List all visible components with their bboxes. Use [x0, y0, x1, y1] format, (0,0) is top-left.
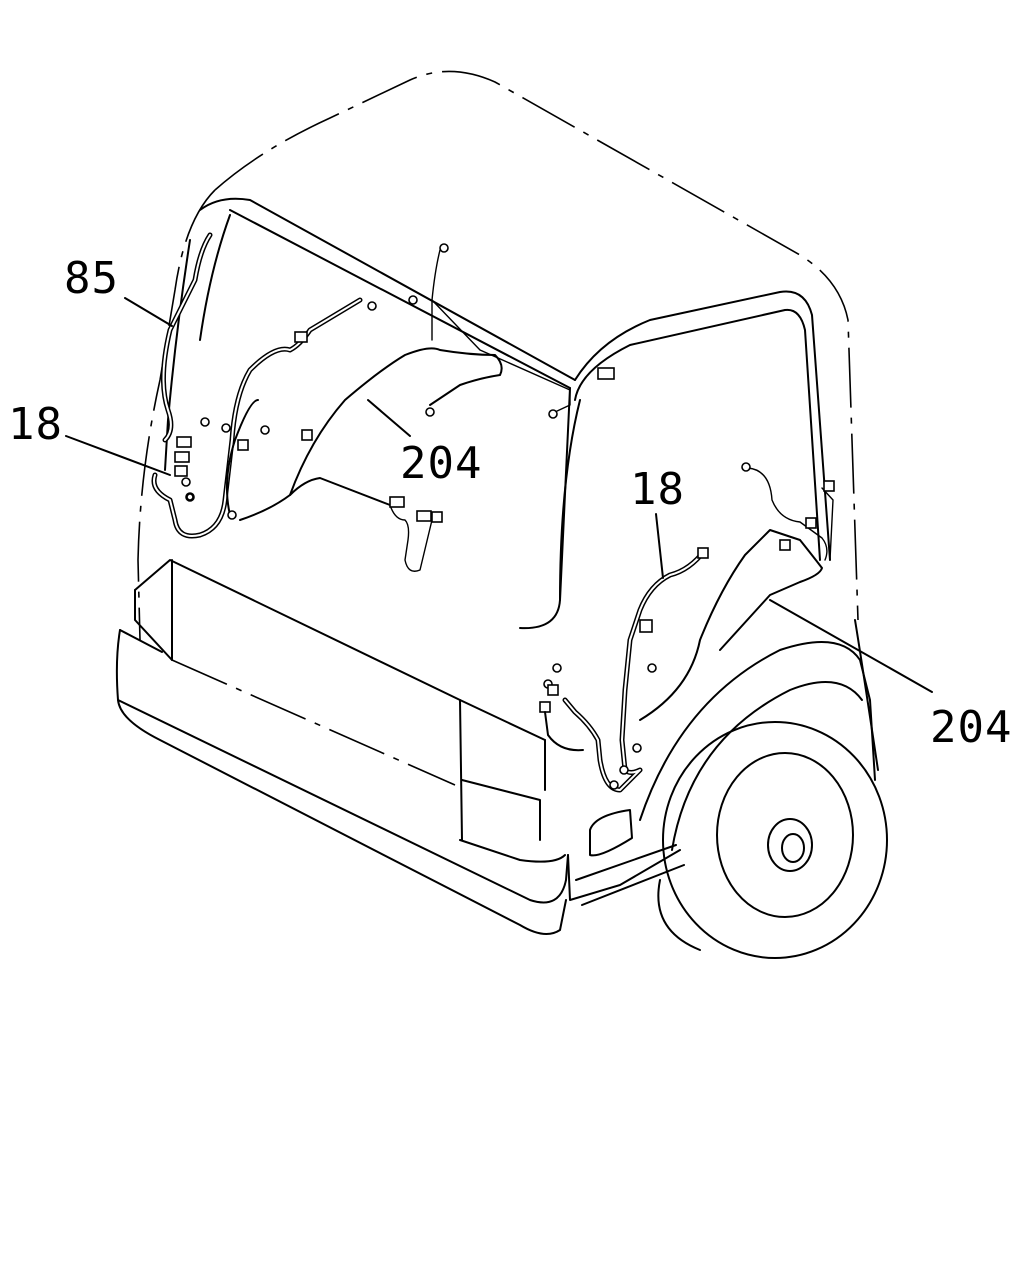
leader-85 — [124, 297, 173, 327]
leader-204-right — [769, 599, 933, 693]
rear-wheel — [657, 721, 888, 959]
harness-18-right — [539, 547, 709, 793]
leader-18-left — [65, 435, 171, 476]
callout-204-center: 204 — [400, 438, 483, 489]
callout-85: 85 — [64, 253, 119, 304]
cab-outline — [115, 70, 879, 935]
harness-85 — [161, 232, 213, 443]
callout-204-right: 204 — [930, 702, 1013, 753]
leader-204-center — [367, 399, 411, 437]
leader-18-right — [655, 513, 664, 579]
harness-18-left — [151, 297, 377, 539]
leader-lines — [65, 297, 933, 693]
panel-204-center — [186, 243, 615, 572]
panel-204-right — [639, 462, 835, 721]
callout-18-right: 18 — [630, 464, 685, 515]
callout-18-left: 18 — [8, 399, 63, 450]
